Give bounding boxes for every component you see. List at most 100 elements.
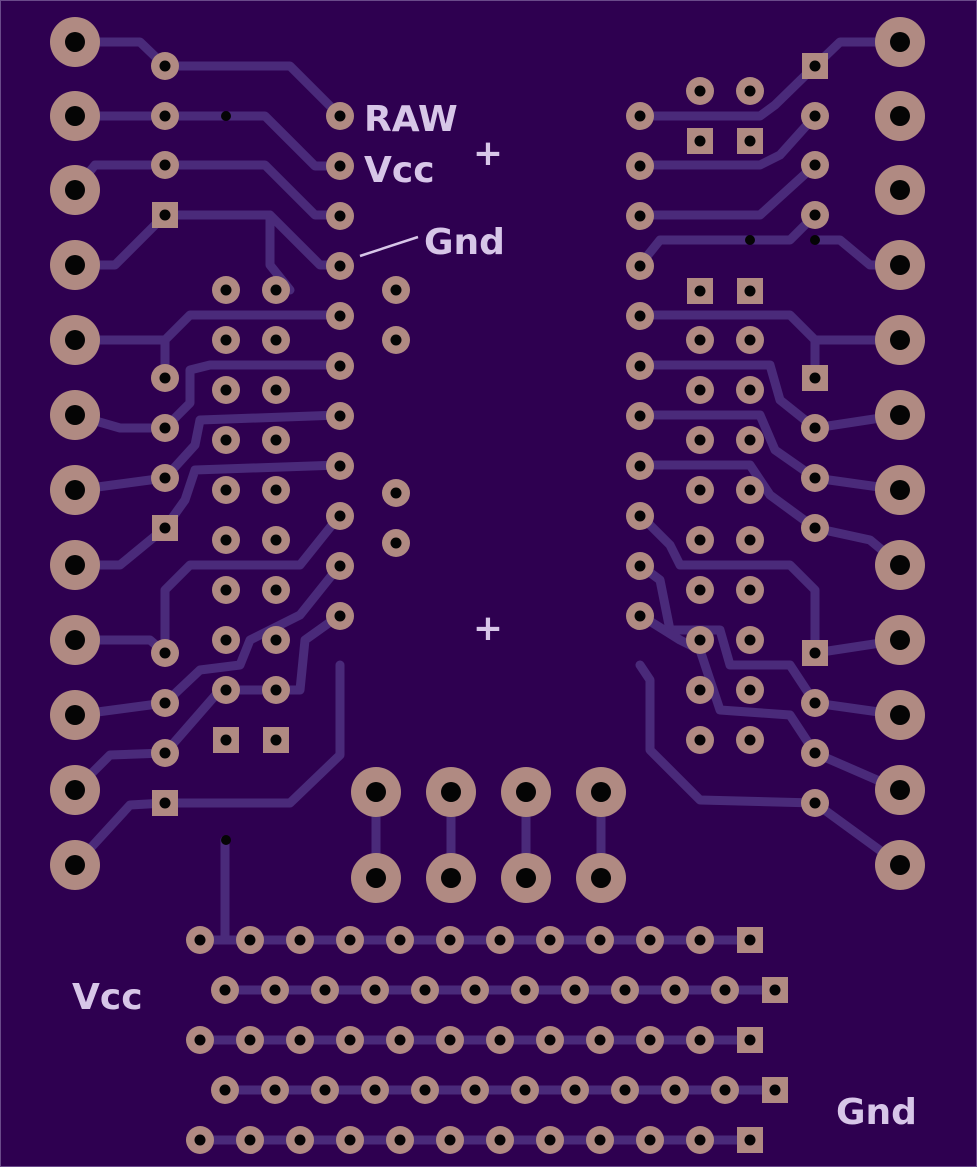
- pad-drill: [809, 209, 821, 221]
- pad-drill: [890, 330, 910, 350]
- pad-drill: [294, 1034, 306, 1046]
- pad-drill: [516, 782, 536, 802]
- pad-drill: [159, 522, 171, 534]
- pad-drill: [694, 534, 706, 546]
- pad-drill: [634, 610, 646, 622]
- pad-drill: [441, 782, 461, 802]
- pad-drill: [494, 1034, 506, 1046]
- pad-drill: [744, 584, 756, 596]
- pad-drill: [744, 1034, 756, 1046]
- pad-drill: [344, 934, 356, 946]
- pad-drill: [390, 537, 402, 549]
- pad-drill: [544, 1134, 556, 1146]
- pad-drill: [644, 1134, 656, 1146]
- pad-drill: [270, 434, 282, 446]
- pad-drill: [334, 110, 346, 122]
- pad-drill: [890, 255, 910, 275]
- pad-drill: [494, 934, 506, 946]
- pad-drill: [494, 1134, 506, 1146]
- pad-layer: [50, 17, 925, 1154]
- pad-drill: [890, 705, 910, 725]
- pad-drill: [744, 135, 756, 147]
- pad-drill: [369, 984, 381, 996]
- pad-drill: [444, 1134, 456, 1146]
- pad-drill: [366, 782, 386, 802]
- pad-drill: [694, 584, 706, 596]
- pad-drill: [634, 460, 646, 472]
- pad-drill: [519, 1084, 531, 1096]
- pad-drill: [544, 1034, 556, 1046]
- pad-drill: [444, 1034, 456, 1046]
- pad-drill: [220, 484, 232, 496]
- pad-drill: [694, 484, 706, 496]
- pad-drill: [270, 584, 282, 596]
- gnd-pointer-line: [359, 235, 419, 258]
- pad-drill: [669, 1084, 681, 1096]
- pad-drill: [569, 984, 581, 996]
- pad-drill: [809, 372, 821, 384]
- fiducial-mark-bottom: +: [473, 608, 503, 649]
- pad-drill: [194, 1034, 206, 1046]
- pad-drill: [619, 1084, 631, 1096]
- pad-drill: [65, 855, 85, 875]
- pad-drill: [394, 1134, 406, 1146]
- pad-drill: [890, 780, 910, 800]
- pad-drill: [419, 1084, 431, 1096]
- pad-drill: [270, 384, 282, 396]
- pad-drill: [294, 1134, 306, 1146]
- pad-drill: [159, 60, 171, 72]
- pad-drill: [159, 797, 171, 809]
- pad-drill: [269, 984, 281, 996]
- pad-drill: [220, 684, 232, 696]
- pad-drill: [65, 480, 85, 500]
- pad-drill: [694, 384, 706, 396]
- pad-drill: [194, 1134, 206, 1146]
- pad-drill: [694, 334, 706, 346]
- pad-drill: [65, 405, 85, 425]
- pad-drill: [194, 934, 206, 946]
- pad-drill: [669, 984, 681, 996]
- pad-drill: [744, 684, 756, 696]
- pad-drill: [634, 160, 646, 172]
- pad-drill: [594, 1034, 606, 1046]
- pad-drill: [334, 160, 346, 172]
- via-layer: [221, 111, 820, 845]
- pad-drill: [809, 697, 821, 709]
- pad-drill: [294, 934, 306, 946]
- pad-drill: [634, 410, 646, 422]
- pad-drill: [270, 684, 282, 696]
- pad-drill: [744, 85, 756, 97]
- pad-drill: [809, 747, 821, 759]
- pad-drill: [809, 522, 821, 534]
- pad-drill: [65, 330, 85, 350]
- pad-drill: [159, 647, 171, 659]
- pad-drill: [270, 484, 282, 496]
- pad-drill: [809, 422, 821, 434]
- pad-drill: [634, 110, 646, 122]
- via: [745, 235, 755, 245]
- via: [221, 835, 231, 845]
- pad-drill: [890, 32, 910, 52]
- pad-drill: [694, 434, 706, 446]
- pad-drill: [809, 159, 821, 171]
- pad-drill: [220, 434, 232, 446]
- pad-drill: [65, 705, 85, 725]
- label-gnd-bottom: Gnd: [836, 1092, 917, 1133]
- pad-drill: [65, 255, 85, 275]
- pad-drill: [519, 984, 531, 996]
- pad-drill: [319, 984, 331, 996]
- label-vcc-bottom: Vcc: [72, 977, 143, 1018]
- pad-drill: [809, 472, 821, 484]
- pad-drill: [65, 180, 85, 200]
- pad-drill: [366, 868, 386, 888]
- pad-drill: [270, 734, 282, 746]
- pad-drill: [270, 334, 282, 346]
- pad-drill: [159, 697, 171, 709]
- pad-drill: [334, 410, 346, 422]
- pad-drill: [594, 1134, 606, 1146]
- pad-drill: [694, 1034, 706, 1046]
- pad-drill: [159, 472, 171, 484]
- pad-drill: [334, 210, 346, 222]
- pad-drill: [591, 868, 611, 888]
